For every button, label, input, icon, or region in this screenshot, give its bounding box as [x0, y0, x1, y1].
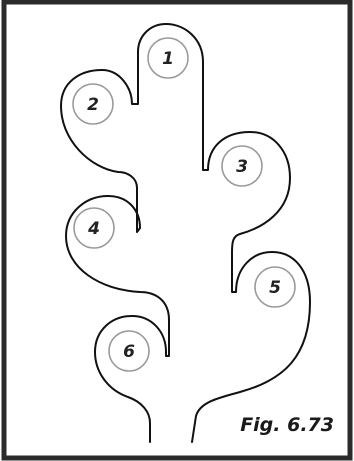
- label-5: 5: [255, 267, 295, 307]
- label-text-3: 3: [236, 157, 248, 177]
- label-2: 2: [73, 84, 113, 124]
- label-text-5: 5: [269, 278, 281, 298]
- label-6: 6: [109, 331, 149, 371]
- label-text-1: 1: [162, 49, 174, 69]
- figure-caption: Fig. 6.73: [240, 414, 334, 436]
- label-4: 4: [74, 208, 114, 248]
- label-text-6: 6: [123, 342, 135, 362]
- label-1: 1: [148, 38, 188, 78]
- label-text-2: 2: [87, 95, 99, 115]
- label-text-4: 4: [87, 219, 100, 239]
- label-3: 3: [222, 146, 262, 186]
